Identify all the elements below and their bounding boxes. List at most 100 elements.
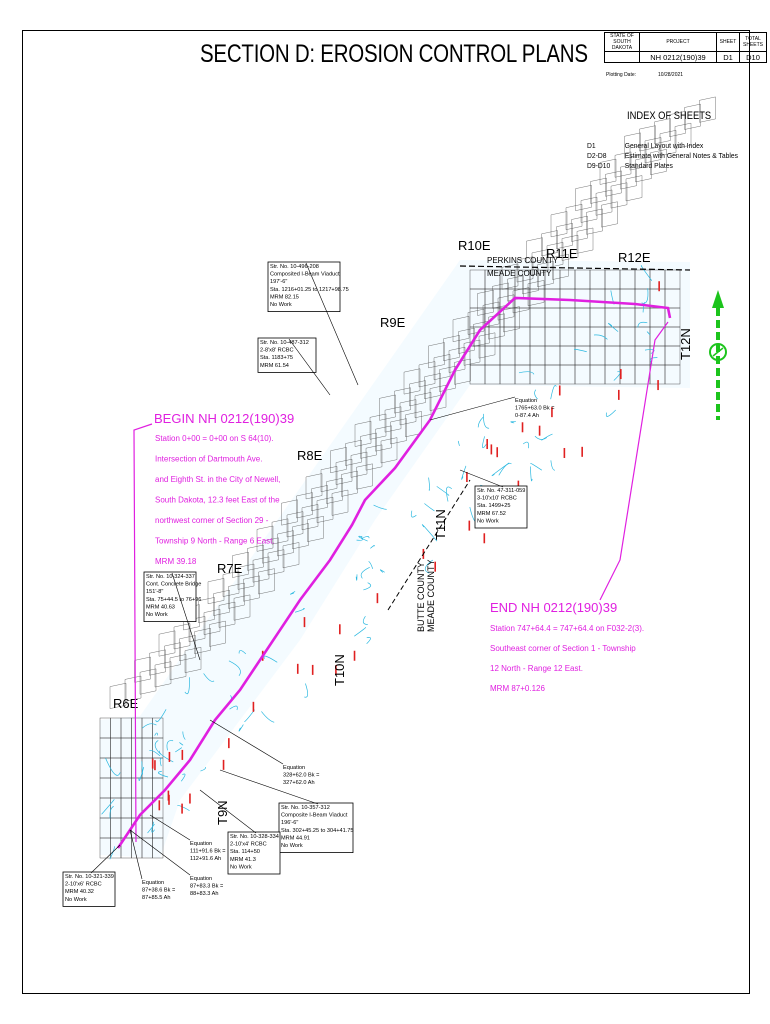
section-cell [375,425,392,452]
note-line: 87+38.6 Bk = [142,888,175,894]
stream-line [149,749,161,757]
stream-line [368,561,374,570]
section-marker [158,800,161,811]
stream-line [607,322,619,332]
section-cell [467,308,485,335]
total-sheets-header: TOTAL SHEETS [739,32,767,52]
stream-line [428,477,431,491]
section-cell [428,342,445,369]
section-cell [158,630,176,657]
county-label: PERKINS COUNTY [487,256,559,265]
stream-line [363,582,372,591]
plotting-date: 10/28/2021 [658,72,684,78]
section-cell [354,420,372,447]
section-cell [452,316,470,342]
section-cell [403,368,421,395]
note-line: 112+91.6 Ah [190,856,221,862]
section-cell [198,597,215,624]
note-line: Equation [142,880,164,886]
stream-line [101,799,115,815]
stream-line [362,616,368,625]
stream-line [410,510,417,518]
stream-line [238,724,244,732]
section-cell [644,137,662,164]
note-line: 196'-6" [281,820,298,826]
note-box [474,485,528,529]
section-cell [537,261,554,287]
range-label: R6E [113,696,139,711]
section-cell [394,387,411,414]
range-label: R10E [458,238,491,253]
note-line: Sta. 114+50 [230,849,260,855]
stream-line [200,766,206,772]
note-leader [129,829,191,876]
section-cell [267,549,285,576]
section-marker [303,617,306,628]
stream-line [550,460,556,471]
section-cell [379,394,396,421]
description-line: Southeast corner of Section 1 - Township [490,644,636,653]
note-line: Str. No. 47-311-059 [477,488,525,494]
section-cell [365,444,383,471]
section-cell [614,151,632,178]
note-box [143,571,197,622]
index-title: INDEX OF SHEETS [627,110,712,122]
note-line: 88+83.3 Ah [190,891,218,897]
stream-line [436,486,450,496]
section-marker [657,380,659,391]
township-label: T10N [332,654,347,686]
section-cell [478,332,496,359]
section-cell [330,447,347,473]
stream-line [159,757,162,767]
stream-line [483,413,490,429]
description-line: Station 747+64.4 = 747+64.4 on F032-2(3)… [490,624,644,633]
section-cell [173,623,191,650]
note-box [267,261,341,312]
note-line: Equation [283,765,305,771]
section-cell [256,525,274,552]
section-marker [468,520,471,531]
note-line: Str. No. 10-328-334 [230,834,279,840]
section-cell [341,470,358,497]
stream-line [151,821,155,833]
end-leader [599,321,669,601]
section-grid [99,96,716,859]
description-line: South Dakota, 12.3 feet East of the [155,496,280,505]
note-line: Str. No. 10-321-339 [65,874,114,880]
section-cell [390,418,407,445]
note-line: MRM 61.54 [260,363,289,369]
note-line: No Work [281,843,303,849]
stream-line [229,705,238,711]
stream-line [641,288,649,304]
section-cell [331,489,349,516]
stream-line [141,761,143,775]
stream-line [138,766,145,781]
section-cell [526,237,543,264]
stream-line [421,524,438,542]
sheet-border [22,30,750,994]
section-cell [252,556,270,583]
section-marker [168,751,171,762]
note-line: Composite I-Beam Viaduct [281,813,348,819]
section-cell [335,458,353,485]
section-cell [492,282,509,309]
section-marker [311,664,314,675]
note-line: Equation [190,876,212,882]
index-desc: Estimate with General Notes & Tables [624,151,738,160]
stream-line [446,486,452,502]
stream-line [360,566,370,579]
section-cell [625,175,643,202]
stream-line [203,673,215,682]
stream-line [290,591,296,595]
section-cell [232,551,249,578]
stream-line [574,348,587,353]
note-leader [149,814,191,841]
note-line: 151'-8" [146,589,163,595]
section-marker [353,650,356,661]
note-leader [209,719,284,765]
section-cell [124,675,142,702]
section-cell [580,196,598,223]
